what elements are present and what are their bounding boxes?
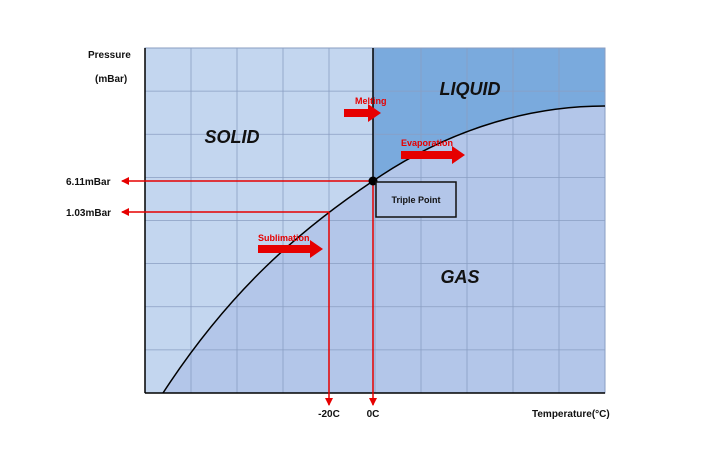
liquid-region (373, 48, 605, 181)
triple-point-box (375, 181, 457, 218)
solid-label: SOLID (204, 127, 259, 147)
temperature-marker-sublimation: -20C (318, 409, 340, 420)
y-axis-title-line1: Pressure (88, 50, 131, 61)
sublimation-arrow (258, 240, 323, 258)
evaporation-arrow (401, 146, 465, 164)
x-axis-title: Temperature(°C) (532, 409, 610, 420)
pressure-marker-triple: 6.11mBar (66, 177, 111, 188)
gas-label: GAS (440, 267, 479, 287)
melting-arrow (344, 104, 381, 122)
liquid-label: LIQUID (440, 79, 501, 99)
melting-label: Melting (355, 96, 387, 106)
grid (145, 48, 605, 393)
evaporation-label: Evaporation (401, 138, 453, 148)
triple-point-label: Triple Point (391, 195, 440, 205)
sublimation-label: Sublimation (258, 233, 310, 243)
temperature-marker-triple: 0C (367, 409, 380, 420)
pressure-marker-sublimation: 1.03mBar (66, 208, 111, 219)
y-axis-title-line2: (mBar) (95, 74, 127, 85)
